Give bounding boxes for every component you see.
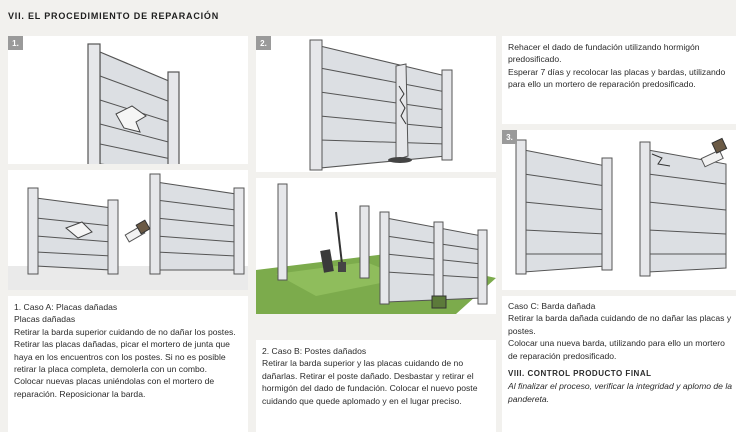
case-c-paragraph-1: Retirar la barda dañada cuidando de no d… bbox=[508, 313, 732, 336]
case-b-text: 2. Caso B: Postes dañados Retirar la bar… bbox=[262, 345, 494, 407]
step-number-1: 1. bbox=[8, 36, 23, 50]
section-heading: VII. EL PROCEDIMIENTO DE REPARACIÓN bbox=[8, 11, 220, 21]
step-number-3: 3. bbox=[502, 130, 517, 144]
illustration-2-replace-post bbox=[256, 178, 496, 314]
case-a-paragraph-2: Colocar nuevas placas uniéndolas con el … bbox=[14, 376, 215, 399]
section-viii-text: Al finalizar el proceso, verificar la in… bbox=[508, 381, 733, 404]
case-b-caption-box bbox=[256, 340, 496, 432]
right-top-text-box bbox=[502, 36, 736, 124]
right-top-paragraph-2: Esperar 7 días y recolocar las placas y … bbox=[508, 66, 726, 90]
case-c-text: Caso C: Barda dañada Retirar la barda da… bbox=[508, 300, 736, 405]
illustration-2-damaged-post: 2. bbox=[256, 36, 496, 172]
case-c-caption-box bbox=[502, 296, 736, 432]
case-a-subtitle: Placas dañadas bbox=[14, 314, 76, 325]
case-c-paragraph-2: Colocar una nueva barda, utilizando para… bbox=[508, 338, 725, 361]
illustration-3-damaged-top-beam: 3. bbox=[502, 130, 736, 290]
damaged-top-beam-drawing bbox=[515, 137, 728, 277]
case-a-title: 1. Caso A: Placas dañadas bbox=[14, 302, 118, 312]
case-b-paragraph-1: Retirar la barda superior y las placas c… bbox=[262, 358, 478, 406]
replace-post-drawing bbox=[256, 183, 496, 314]
illustration-1-damaged-wall: 1. bbox=[8, 36, 248, 164]
damaged-post-drawing bbox=[309, 39, 453, 171]
case-a-text: 1. Caso A: Placas dañadas Placas dañadas… bbox=[14, 301, 246, 400]
case-a-paragraph-1: Retirar la barda superior cuidando de no… bbox=[14, 326, 236, 375]
section-viii-title: VIII. CONTROL PRODUCTO FINAL bbox=[508, 369, 652, 379]
right-top-paragraph-1: Rehacer el dado de fundación utilizando … bbox=[508, 42, 700, 65]
right-top-text: Rehacer el dado de fundación utilizando … bbox=[508, 41, 736, 91]
case-a-caption-box bbox=[8, 296, 248, 432]
damaged-wall-drawing bbox=[87, 43, 180, 164]
replace-slab-drawing bbox=[8, 173, 248, 290]
case-c-title: Caso C: Barda dañada bbox=[508, 301, 596, 311]
step-number-2: 2. bbox=[256, 36, 271, 50]
case-b-title: 2. Caso B: Postes dañados bbox=[262, 346, 367, 356]
illustration-1-replace-slab bbox=[8, 170, 248, 290]
